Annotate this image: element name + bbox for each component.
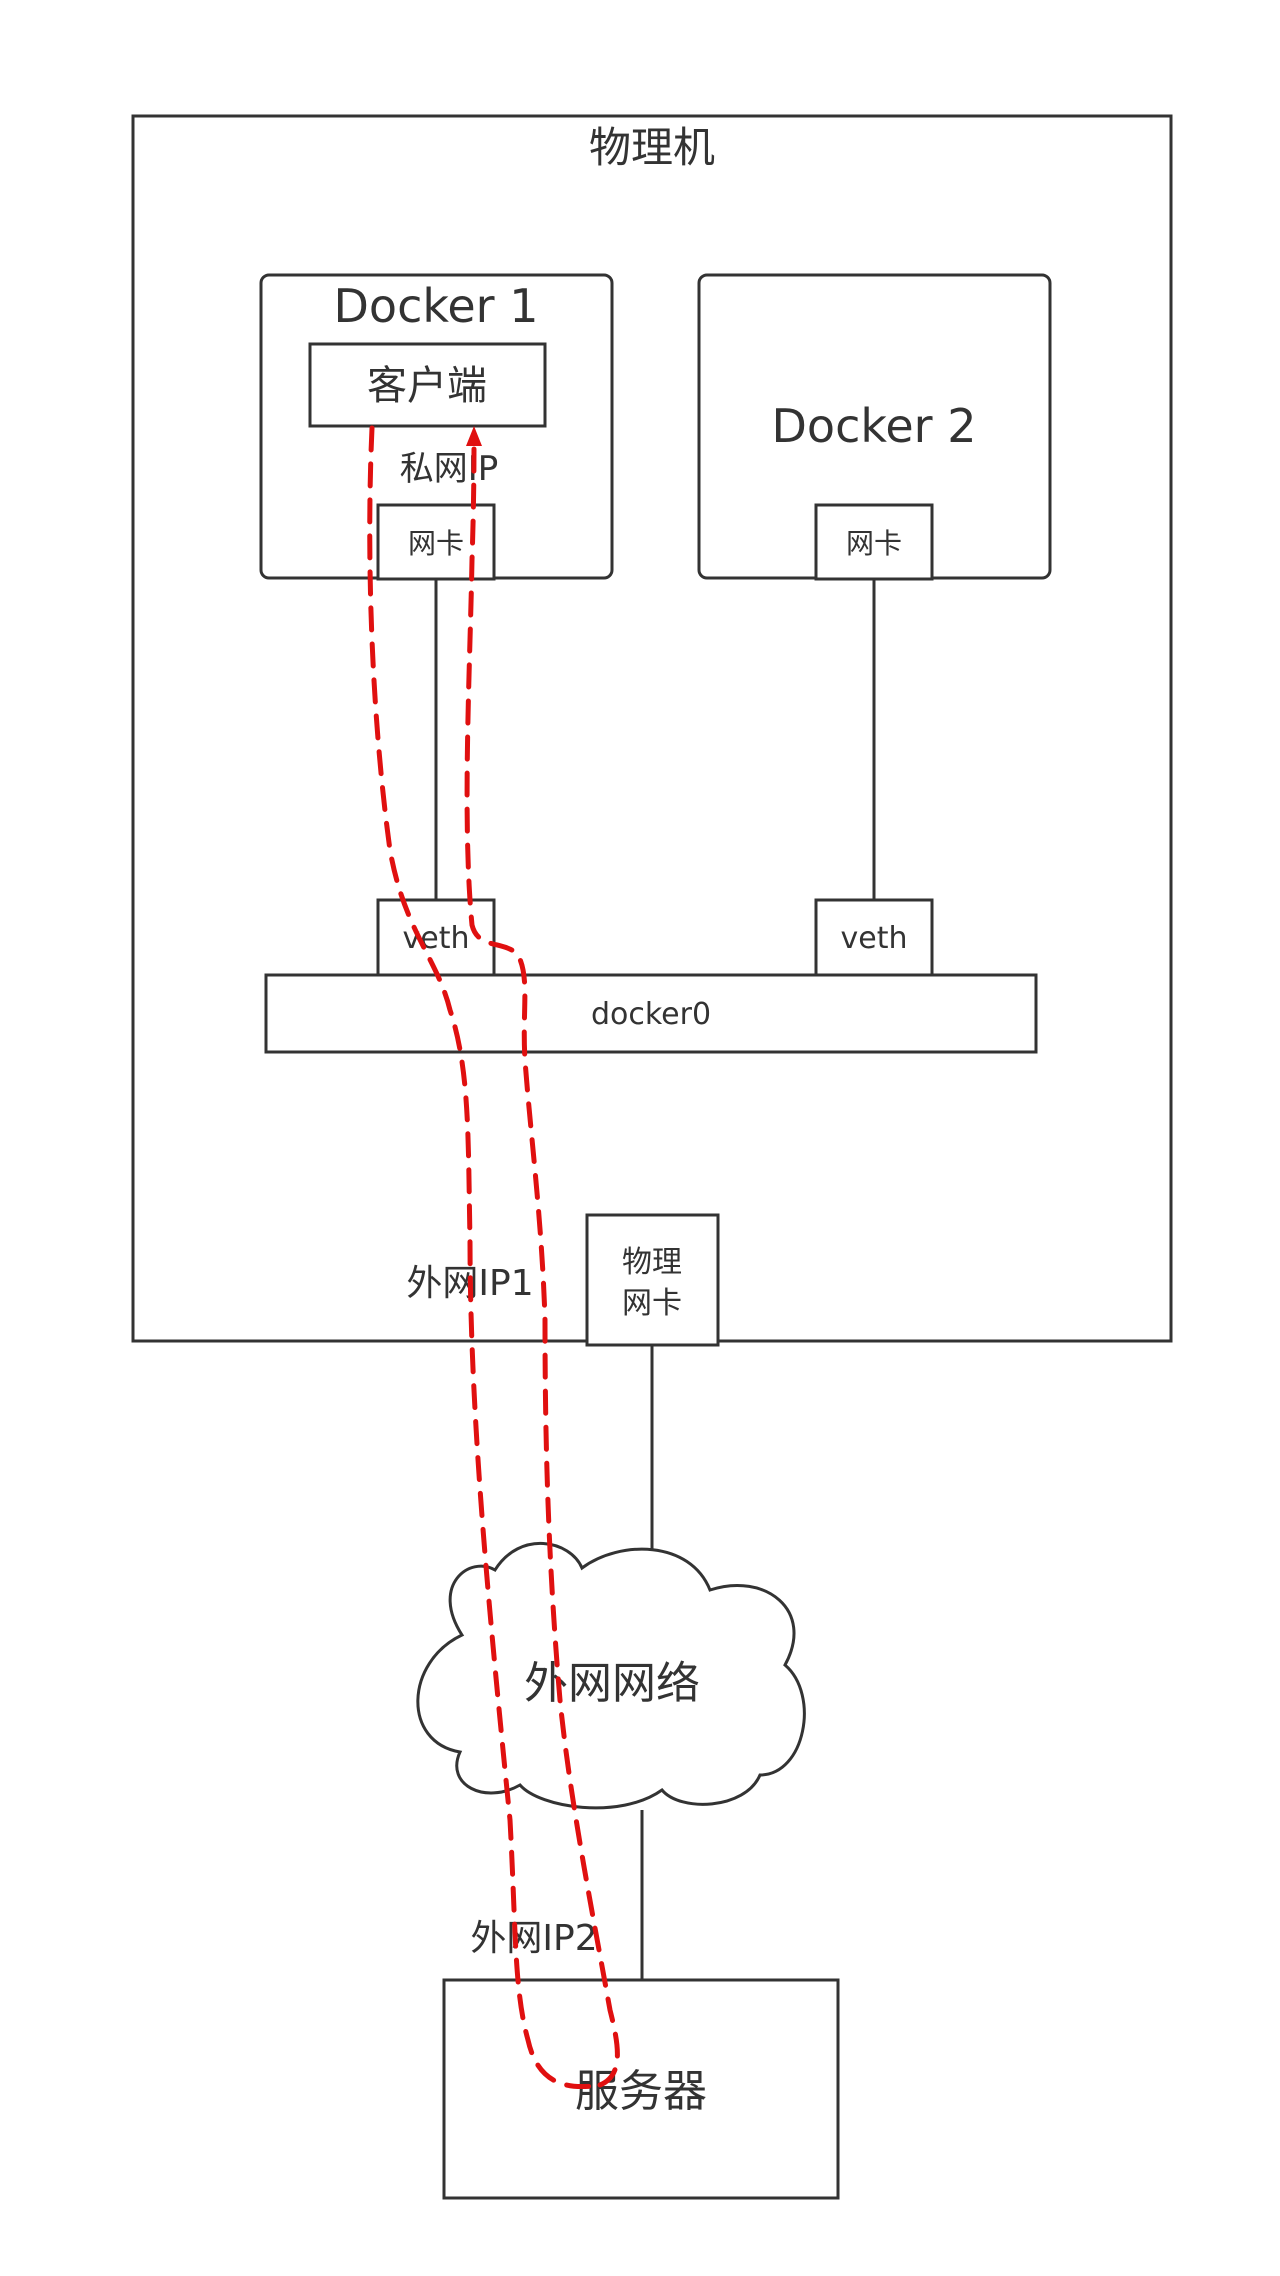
docker0-bridge-label: docker0 (591, 997, 711, 1032)
docker2-title: Docker 2 (772, 399, 977, 453)
docker1-title: Docker 1 (334, 279, 539, 333)
external-network-label: 外网网络 (524, 1658, 700, 1709)
client-box (308, 342, 547, 428)
server-box (442, 1978, 840, 2200)
request-path-dashed (367, 425, 603, 2090)
server-label: 服务器 (575, 2066, 707, 2117)
physical-machine-title: 物理机 (589, 123, 715, 172)
physical-nic-box (585, 1213, 720, 1347)
docker2-veth-label: veth (841, 921, 908, 956)
docker1-nic-label: 网卡 (408, 527, 464, 560)
docker0-bridge-box (264, 973, 1038, 1054)
external-ip2-label: 外网IP2 (470, 1918, 597, 1959)
private-ip-label: 私网IP (400, 449, 499, 489)
docker2-veth-box (814, 898, 934, 977)
client-label: 客户端 (367, 363, 487, 409)
external-network-cloud (416, 1542, 806, 1810)
physical-nic-label-line1: 物理 (622, 1245, 682, 1280)
docker2-nic-label: 网卡 (846, 527, 902, 560)
arrow-head-icon (466, 426, 482, 446)
physical-nic-label-line2: 网卡 (622, 1286, 682, 1321)
